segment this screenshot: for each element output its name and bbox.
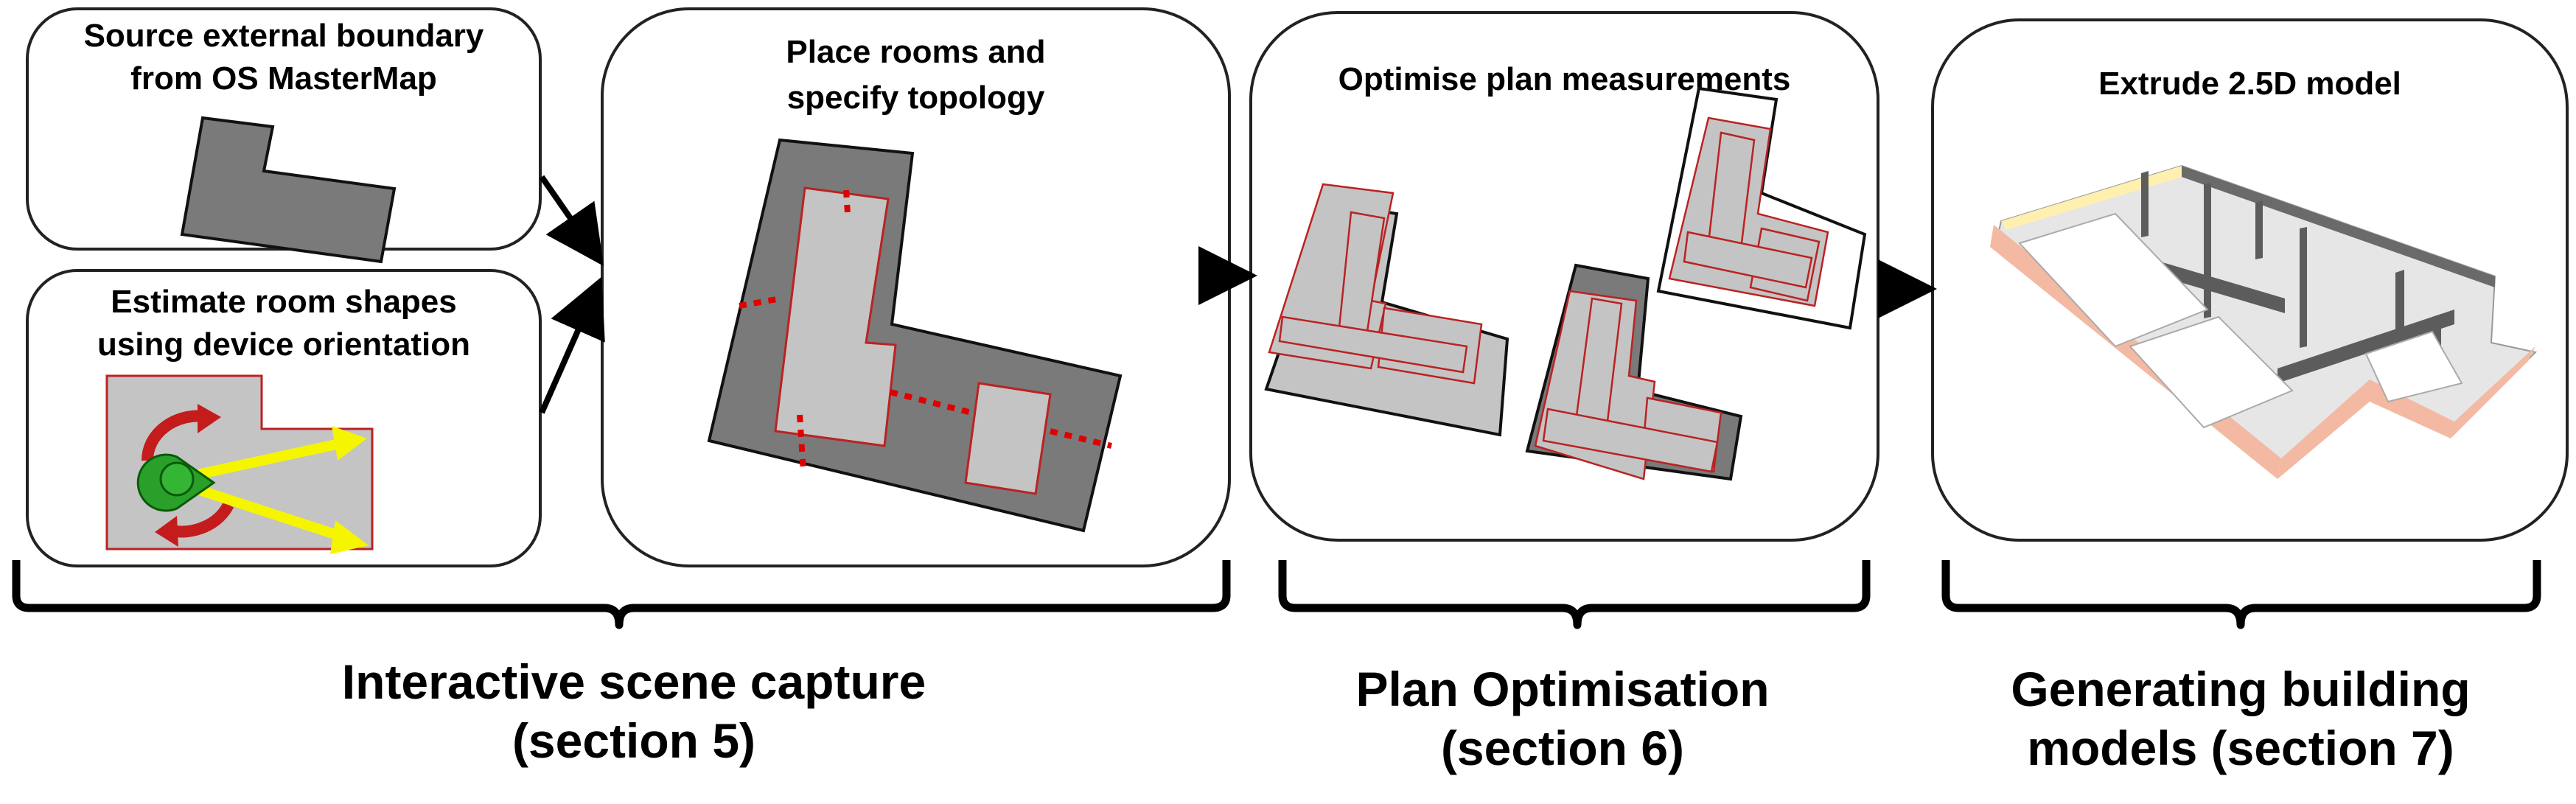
panel-title-line: using device orientation: [97, 326, 471, 363]
door-link: [1050, 428, 1112, 449]
section-braces: [12, 560, 2541, 629]
brace-optimisation: [1278, 560, 1871, 629]
door-link: [797, 414, 806, 472]
rotation-arrow-icon: [141, 410, 207, 461]
panel-title-line: specify topology: [786, 80, 1045, 116]
external-boundary-shape: [180, 116, 397, 264]
optimisation-iterations: [1264, 86, 1867, 481]
direction-arrow-icon: [330, 520, 369, 554]
device-icon: [159, 461, 195, 497]
caption-interactive-line2: (section 5): [512, 713, 756, 768]
panel-title-line: Source external boundary: [83, 18, 484, 54]
caption-optimisation-line2: (section 6): [1440, 721, 1685, 775]
caption-optimisation-line1: Plan Optimisation: [1355, 662, 1770, 716]
door-link: [739, 296, 782, 309]
caption-generating-line1: Generating building: [2011, 662, 2471, 716]
panel-title-line: from OS MasterMap: [130, 60, 437, 97]
panel-title-line: Place rooms and: [786, 34, 1046, 70]
caption-interactive-line1: Interactive scene capture: [341, 654, 926, 709]
panel-title: Extrude 2.5D model: [2098, 66, 2401, 102]
caption-generating-line2: models (section 7): [2027, 721, 2454, 775]
room-topology-plan: [707, 138, 1123, 533]
direction-arrow-icon: [332, 426, 367, 461]
brace-interactive: [12, 560, 1231, 629]
panel-place-rooms: Place rooms and specify topology: [601, 7, 1231, 567]
device-orientation-diagram: [105, 374, 374, 554]
brace-generating: [1941, 560, 2541, 629]
door-link: [843, 189, 851, 214]
extruded-model: [1990, 164, 2538, 479]
flow-arrow: [539, 276, 605, 414]
panel-title-line: Estimate room shapes: [111, 284, 457, 320]
flow-arrow: [539, 175, 604, 267]
